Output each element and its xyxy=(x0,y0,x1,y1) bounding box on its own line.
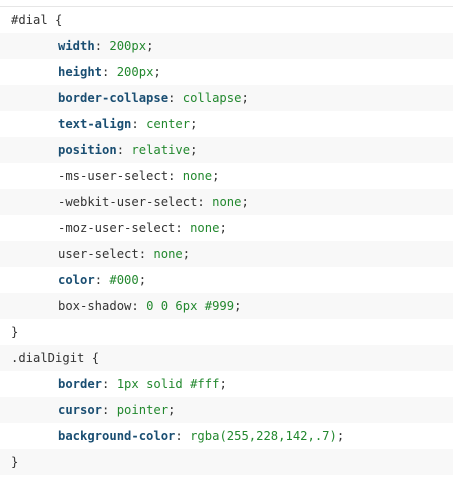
css-declaration-line: color: #000; xyxy=(0,267,453,293)
property-value: none xyxy=(190,221,220,235)
property-value: none xyxy=(153,247,183,261)
colon: : xyxy=(116,143,132,157)
property-value: #000 xyxy=(109,273,139,287)
property-name: border xyxy=(58,377,103,391)
property-name: text-align xyxy=(58,117,132,131)
property-name: box-shadow xyxy=(58,299,132,313)
property-name: -webkit-user-select xyxy=(58,195,198,209)
semicolon: ; xyxy=(212,169,220,183)
css-declaration-line: background-color: rgba(255,228,142,.7); xyxy=(0,423,453,449)
colon: : xyxy=(138,247,154,261)
closing-brace: } xyxy=(11,325,19,339)
semicolon: ; xyxy=(190,143,198,157)
semicolon: ; xyxy=(219,221,227,235)
semicolon: ; xyxy=(138,273,147,287)
colon: : xyxy=(131,299,147,313)
css-declaration-line: -webkit-user-select: none; xyxy=(0,189,453,215)
property-value: rgba(255,228,142,.7) xyxy=(190,429,337,443)
property-name: position xyxy=(58,143,117,157)
property-value: 0 0 6px #999 xyxy=(146,299,235,313)
colon: : xyxy=(168,91,183,105)
colon: : xyxy=(168,169,183,183)
colon: : xyxy=(102,403,117,417)
colon: : xyxy=(102,65,117,79)
css-selector-line: .dialDigit { xyxy=(0,345,453,371)
css-declaration-line: text-align: center; xyxy=(0,111,453,137)
semicolon: ; xyxy=(241,195,249,209)
property-name: cursor xyxy=(58,403,103,417)
property-value: 200px xyxy=(109,39,147,53)
property-value: 200px xyxy=(116,65,154,79)
selector-text: #dial { xyxy=(11,13,63,27)
property-name: -ms-user-select xyxy=(58,169,169,183)
colon: : xyxy=(94,273,110,287)
css-selector-line: #dial { xyxy=(0,7,453,33)
property-name: width xyxy=(58,39,95,53)
colon: : xyxy=(197,195,213,209)
closing-brace-line: } xyxy=(0,449,453,475)
css-declaration-line: box-shadow: 0 0 6px #999; xyxy=(0,293,453,319)
property-name: background-color xyxy=(58,429,176,443)
property-name: user-select xyxy=(58,247,139,261)
css-declaration-line: user-select: none; xyxy=(0,241,453,267)
semicolon: ; xyxy=(336,429,345,443)
property-value: center xyxy=(146,117,191,131)
property-value: collapse xyxy=(182,91,242,105)
css-declaration-line: position: relative; xyxy=(0,137,453,163)
property-value: none xyxy=(182,169,213,183)
colon: : xyxy=(131,117,147,131)
css-declaration-line: -ms-user-select: none; xyxy=(0,163,453,189)
code-block: #dial {width: 200px;height: 200px;border… xyxy=(0,6,453,475)
semicolon: ; xyxy=(190,117,198,131)
property-name: color xyxy=(58,273,95,287)
closing-brace-line: } xyxy=(0,319,453,345)
semicolon: ; xyxy=(168,403,176,417)
css-declaration-line: border: 1px solid #fff; xyxy=(0,371,453,397)
css-declaration-line: height: 200px; xyxy=(0,59,453,85)
property-value: 1px solid #fff xyxy=(116,377,220,391)
semicolon: ; xyxy=(219,377,227,391)
css-declaration-line: width: 200px; xyxy=(0,33,453,59)
semicolon: ; xyxy=(146,39,154,53)
css-declaration-line: border-collapse: collapse; xyxy=(0,85,453,111)
property-name: border-collapse xyxy=(58,91,169,105)
colon: : xyxy=(102,377,117,391)
property-value: pointer xyxy=(116,403,169,417)
closing-brace: } xyxy=(11,455,19,469)
colon: : xyxy=(175,221,191,235)
semicolon: ; xyxy=(234,299,242,313)
selector-text: .dialDigit { xyxy=(11,351,100,365)
colon: : xyxy=(94,39,110,53)
semicolon: ; xyxy=(241,91,249,105)
css-declaration-line: cursor: pointer; xyxy=(0,397,453,423)
colon: : xyxy=(175,429,191,443)
semicolon: ; xyxy=(182,247,191,261)
property-value: relative xyxy=(131,143,191,157)
property-name: height xyxy=(58,65,103,79)
property-name: -moz-user-select xyxy=(58,221,176,235)
css-declaration-line: -moz-user-select: none; xyxy=(0,215,453,241)
semicolon: ; xyxy=(153,65,161,79)
property-value: none xyxy=(212,195,242,209)
